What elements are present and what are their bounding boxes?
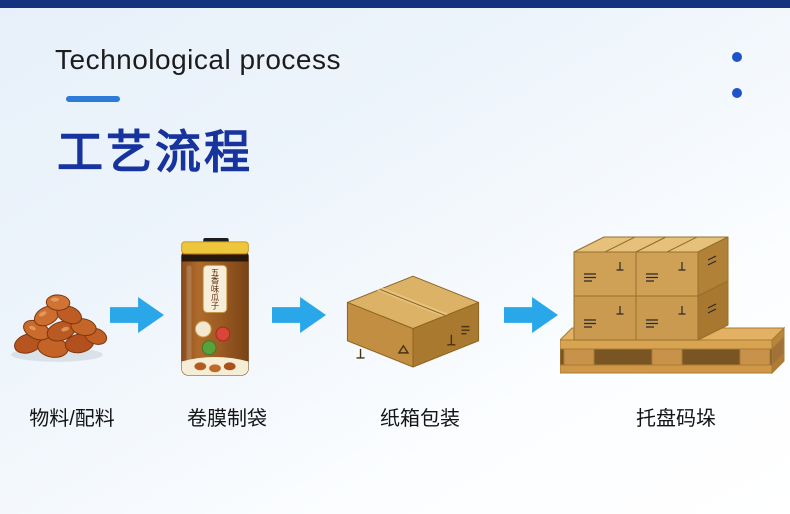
decor-dot [732, 52, 742, 62]
step-label-carton-packing: 纸箱包装 [380, 408, 460, 430]
arrow-right-icon [504, 297, 558, 333]
step-label-palletizing: 托盘码垛 [636, 408, 716, 430]
pallet-stack-icon [560, 236, 785, 375]
page-title-zh: 工艺流程 [57, 126, 253, 178]
step-pallet-illustration [560, 226, 785, 388]
decor-dots [732, 52, 742, 98]
arrow-right-icon [272, 297, 326, 333]
step-label-bag-making: 卷膜制袋 [187, 408, 267, 430]
top-accent-bar [0, 0, 790, 8]
step-bag-illustration: 五香味瓜子 [166, 236, 264, 383]
page-title-en: Technological process [55, 44, 341, 75]
bag-label-text: 五香味瓜子 [210, 268, 220, 310]
arrow-right-icon [110, 297, 164, 333]
carton-box-icon [346, 275, 480, 368]
title-underline [66, 96, 120, 102]
step-materials-illustration [6, 282, 108, 364]
decor-dot [732, 88, 742, 98]
step-carton-illustration [332, 256, 494, 369]
nuts-pile-icon [11, 294, 108, 362]
snack-bag-icon: 五香味瓜子 [181, 237, 249, 376]
step-label-materials: 物料/配料 [29, 408, 115, 430]
